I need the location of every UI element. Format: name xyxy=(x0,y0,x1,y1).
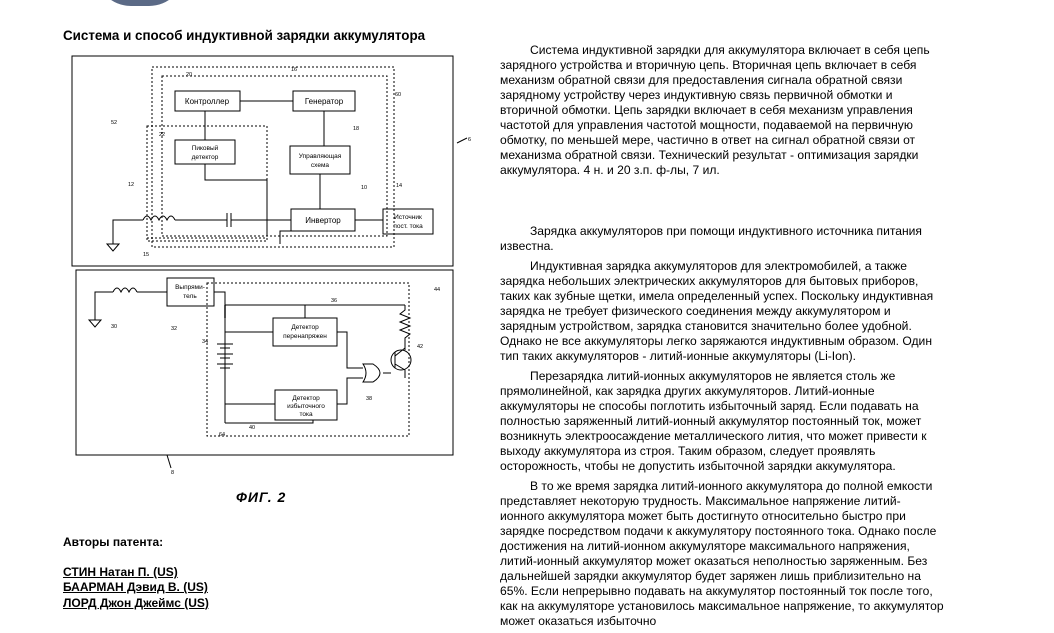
ref-38: 38 xyxy=(366,396,372,402)
overcurrent-label-3: тока xyxy=(299,411,313,418)
dc-source-label-1: Источник xyxy=(394,214,422,221)
ref-30: 30 xyxy=(111,324,117,330)
body-paragraph: Зарядка аккумуляторов при помощи индукти… xyxy=(500,224,922,253)
generator-label: Генератор xyxy=(305,97,344,106)
overcurrent-gate-wire xyxy=(337,377,363,405)
author-link[interactable]: СТИН Натан П. (US) xyxy=(63,565,178,579)
body-paragraph: В то же время зарядка литий-ионного акку… xyxy=(500,479,944,628)
ground-symbol-top xyxy=(105,234,121,252)
ref-8: 8 xyxy=(171,470,174,476)
ref-52: 52 xyxy=(111,120,117,126)
dc-source-label-2: пост. тока xyxy=(393,223,423,230)
ref-64: 64 xyxy=(219,432,225,438)
peak-detector-label-2: детектор xyxy=(192,154,219,161)
secondary-left-wire xyxy=(112,219,143,234)
controller-label: Контроллер xyxy=(185,97,230,106)
rectifier-label-1: Выпрями- xyxy=(175,284,205,291)
ref-16: 16 xyxy=(291,67,297,73)
ref-42: 42 xyxy=(417,344,423,350)
ref-18: 18 xyxy=(353,126,359,132)
return-rail xyxy=(225,420,314,424)
ref-40: 40 xyxy=(249,425,255,431)
capacitor xyxy=(226,213,232,227)
ref-20: 20 xyxy=(186,72,192,78)
overvoltage-label-1: Детектор xyxy=(291,324,319,331)
overvoltage-label-2: перенапряжен xyxy=(283,333,327,340)
rectifier-output-wire xyxy=(214,291,405,306)
ref-15: 15 xyxy=(143,252,149,258)
peak-detector-label-1: Пиковый xyxy=(192,144,219,152)
ref-10: 10 xyxy=(361,185,367,191)
figure-caption: ФИГ. 2 xyxy=(236,489,287,505)
inverter-return-wire xyxy=(279,230,291,244)
battery-symbol xyxy=(217,343,233,369)
author-link[interactable]: БААРМАН Дэвид В. (US) xyxy=(63,580,208,595)
secondary-panel-border xyxy=(75,269,454,456)
ref-44: 44 xyxy=(434,287,440,293)
control-circuit-label-2: схема xyxy=(311,162,330,169)
rectifier-label-2: тель xyxy=(183,293,197,300)
label-leader-6 xyxy=(456,137,468,144)
dc-source-block xyxy=(382,208,434,235)
primary-coil xyxy=(142,215,176,222)
ref-6: 6 xyxy=(468,137,471,143)
inverter-label: Инвертор xyxy=(305,216,341,225)
abstract-paragraph: Система индуктивной зарядки для аккумуля… xyxy=(500,43,930,177)
charger-control-region xyxy=(151,66,395,248)
control-circuit-label-1: Управляющая xyxy=(299,153,342,160)
body-paragraph: Перезарядка литий-ионных аккумуляторов н… xyxy=(500,369,927,473)
overcurrent-detector-block xyxy=(274,389,338,421)
ref-36: 36 xyxy=(331,298,337,304)
author-item: СТИН Натан П. (US) xyxy=(63,565,209,580)
patent-figure: Контроллер Генератор Пиковый детектор Уп… xyxy=(65,48,475,508)
body-paragraph: Индуктивная зарядка аккумуляторов для эл… xyxy=(500,259,934,363)
author-link[interactable]: ЛОРД Джон Джеймс (US) xyxy=(63,595,209,610)
ref-14: 14 xyxy=(396,183,402,189)
charger-inner-region xyxy=(161,75,388,237)
ref-12: 12 xyxy=(128,182,134,188)
or-gate xyxy=(362,363,381,383)
ref-22: 22 xyxy=(159,132,165,138)
battery-circuit-region xyxy=(206,282,410,437)
ref-34: 34 xyxy=(202,339,208,345)
feedback-region xyxy=(146,125,268,242)
overvoltage-gate-wire xyxy=(337,331,363,369)
peak-feedback-wire xyxy=(204,164,268,234)
patent-text: Система индуктивной зарядки для аккумуля… xyxy=(500,43,945,629)
charger-panel-border xyxy=(71,55,454,267)
ref-60: 60 xyxy=(395,92,401,98)
ground-symbol-bottom xyxy=(87,319,103,328)
page-title: Система и способ индуктивной зарядки акк… xyxy=(63,28,426,43)
label-leader-8 xyxy=(166,454,172,469)
transistor xyxy=(390,349,412,371)
control-circuit-block xyxy=(289,145,351,175)
circuit-diagram: Контроллер Генератор Пиковый детектор Уп… xyxy=(71,55,471,476)
overcurrent-label-1: Детектор xyxy=(292,395,320,402)
authors-heading: Авторы патента: xyxy=(63,535,164,549)
section-spacer xyxy=(500,178,945,224)
author-item: ЛОРД Джон Джеймс (US) xyxy=(63,596,209,611)
overcurrent-label-2: избыточного xyxy=(287,402,325,410)
rx-coil-left-wire xyxy=(94,291,113,320)
overvoltage-detector-block xyxy=(272,317,338,347)
authors-list: СТИН Натан П. (US) БААРМАН Дэвид В. (US)… xyxy=(63,565,209,611)
decorative-header-shape xyxy=(95,0,185,6)
transistor-leads xyxy=(394,347,406,378)
receiver-coil xyxy=(112,287,138,294)
author-item: БААРМАН Дэвид В. (US) xyxy=(63,580,209,595)
ref-32: 32 xyxy=(171,326,177,332)
load-resistor xyxy=(398,305,412,348)
